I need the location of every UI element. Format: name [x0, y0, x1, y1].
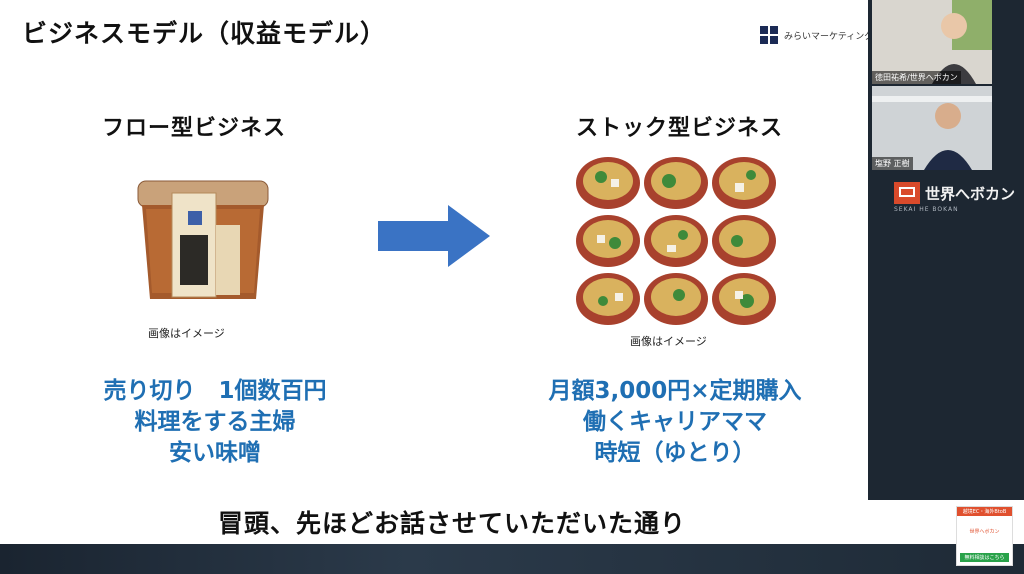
- brand-logo-icon: [894, 182, 920, 204]
- left-image-caption: 画像はイメージ: [148, 327, 225, 340]
- promo-banner[interactable]: 越境EC・海外BtoB 世界へボカン 無料相談はこちら: [956, 506, 1013, 566]
- flow-point-3: 安い味噌: [169, 440, 261, 466]
- video-panel: 徳田祐希/世界へボカン 塩野 正樹 世界へボカン SEKAI HE BOKAN: [868, 0, 1024, 500]
- banner-top-text: 越境EC・海外BtoB: [957, 507, 1012, 516]
- participant-avatar-icon: [872, 0, 992, 84]
- presentation-slide: ビジネスモデル（収益モデル） みらいマーケティング本舗 フロー型ビジネス ストッ…: [0, 0, 868, 500]
- stock-point-1: 月額3,000円×定期購入: [548, 378, 802, 404]
- stock-business-points: 月額3,000円×定期購入 働くキャリアママ 時短（ゆとり）: [520, 376, 830, 469]
- brand-block: 世界へボカン: [894, 182, 1015, 204]
- stock-business-heading: ストック型ビジネス: [576, 116, 784, 141]
- banner-logo-text: 世界へボカン: [969, 529, 1000, 535]
- participant-name-2: 塩野 正樹: [872, 157, 913, 170]
- bottom-background: [0, 544, 1024, 574]
- miso-package-image: [137, 180, 269, 299]
- subtitle-caption: 冒頭、先ほどお話させていただいた通り: [0, 500, 1024, 544]
- slide-title: ビジネスモデル（収益モデル）: [22, 19, 387, 48]
- brand-name: 世界へボカン: [925, 184, 1016, 203]
- flow-business-heading: フロー型ビジネス: [102, 116, 287, 141]
- company-logo: みらいマーケティング本舗: [760, 26, 868, 44]
- participant-video-1[interactable]: 徳田祐希/世界へボカン: [872, 0, 992, 84]
- right-image-caption: 画像はイメージ: [630, 335, 707, 348]
- flow-business-points: 売り切り 1個数百円 料理をする主婦 安い味噌: [60, 376, 370, 469]
- participant-avatar-icon: [872, 86, 992, 170]
- right-arrow-icon: [378, 205, 490, 267]
- miso-soup-grid-image: [576, 157, 776, 325]
- participant-video-2[interactable]: 塩野 正樹: [872, 86, 992, 170]
- stock-point-3: 時短（ゆとり）: [594, 440, 756, 466]
- participant-name-1: 徳田祐希/世界へボカン: [872, 71, 961, 84]
- logo-text: みらいマーケティング本舗: [784, 31, 868, 42]
- flow-point-2: 料理をする主婦: [134, 409, 296, 435]
- brand-tagline: SEKAI HE BOKAN: [894, 206, 959, 213]
- banner-cta-button[interactable]: 無料相談はこちら: [960, 553, 1009, 562]
- subtitle-text: 冒頭、先ほどお話させていただいた通り: [217, 509, 686, 538]
- stock-point-2: 働くキャリアママ: [583, 409, 767, 435]
- logo-grid-icon: [760, 26, 778, 44]
- flow-point-1: 売り切り 1個数百円: [103, 378, 327, 404]
